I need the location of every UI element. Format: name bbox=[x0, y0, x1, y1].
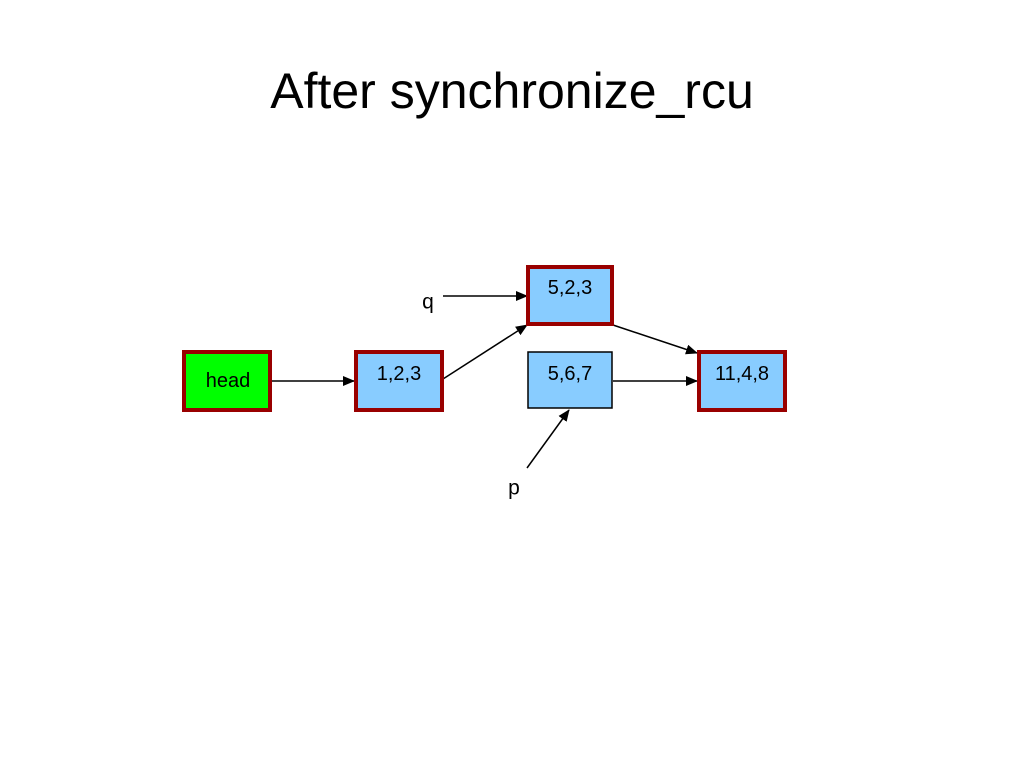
node-head: head bbox=[182, 350, 272, 412]
node-11-4-8-label: 11,4,8 bbox=[715, 363, 769, 385]
node-5-6-7: 5,6,7 bbox=[527, 351, 613, 409]
slide-title: After synchronize_rcu bbox=[270, 63, 754, 119]
node-5-6-7-label: 5,6,7 bbox=[548, 363, 592, 385]
node-1-2-3-label: 1,2,3 bbox=[377, 363, 421, 385]
node-11-4-8: 11,4,8 bbox=[697, 350, 787, 412]
node-5-2-3: 5,2,3 bbox=[526, 265, 614, 326]
node-1-2-3: 1,2,3 bbox=[354, 350, 444, 412]
edge-p-to-5-6-7 bbox=[526, 409, 570, 469]
edge-5-2-3-to-11-4-8 bbox=[612, 324, 698, 355]
edge-1-2-3-to-5-2-3 bbox=[442, 324, 528, 380]
node-5-2-3-label: 5,2,3 bbox=[548, 277, 592, 299]
pointer-q-label: q bbox=[422, 291, 434, 314]
node-head-label: head bbox=[206, 370, 251, 392]
pointer-p-label: p bbox=[508, 477, 520, 500]
